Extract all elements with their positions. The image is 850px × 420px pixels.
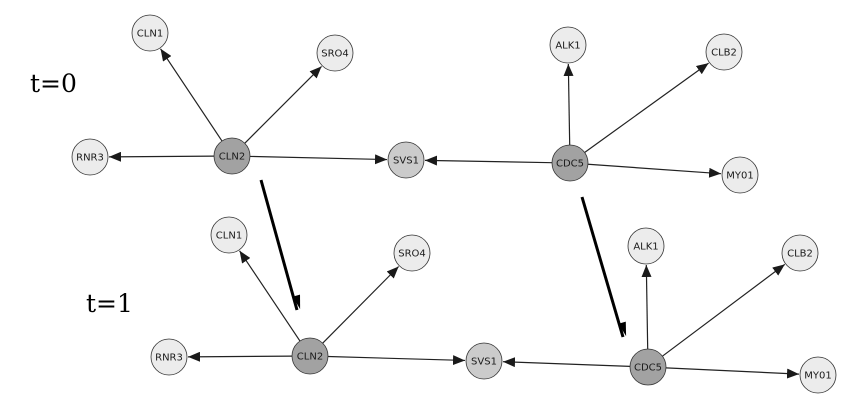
node-t1-CLN2: CLN2 bbox=[291, 337, 329, 375]
node-circle bbox=[131, 14, 169, 52]
edge-t0-CLN2-to-t0-RNR3 bbox=[108, 151, 215, 162]
node-label: SVS1 bbox=[471, 357, 497, 368]
transition-arrow-t0-CDC5-to-t1-CDC5 bbox=[580, 196, 627, 338]
edge-t1-CLN2-to-t1-RNR3 bbox=[187, 351, 293, 362]
edge-t1-CDC5-to-t1-CLB2 bbox=[662, 263, 786, 357]
node-t1-CLB2: CLB2 bbox=[781, 234, 819, 272]
node-label: SRO4 bbox=[321, 49, 349, 60]
node-t0-SVS1: SVS1 bbox=[387, 141, 425, 179]
node-label: SVS1 bbox=[393, 156, 419, 167]
node-circle bbox=[210, 216, 248, 254]
node-t0-SRO4: SRO4 bbox=[316, 34, 354, 72]
network-edges bbox=[108, 48, 800, 379]
node-label: SRO4 bbox=[398, 249, 426, 260]
node-label: CLN2 bbox=[297, 352, 323, 363]
node-circle bbox=[387, 141, 425, 179]
node-circle bbox=[551, 144, 589, 182]
node-t0-CLN1: CLN1 bbox=[131, 14, 169, 52]
node-circle bbox=[721, 156, 759, 194]
node-circle bbox=[71, 138, 109, 176]
node-t1-SRO4: SRO4 bbox=[393, 234, 431, 272]
node-label: CDC5 bbox=[556, 159, 584, 170]
node-t1-MY01: MY01 bbox=[799, 356, 837, 394]
edge-t0-CDC5-to-t0-ALK1 bbox=[563, 63, 574, 146]
node-label: ALK1 bbox=[633, 242, 658, 253]
time-label-t1: t=1 bbox=[86, 289, 133, 318]
node-label: MY01 bbox=[804, 371, 831, 382]
node-label: MY01 bbox=[726, 171, 753, 182]
node-t1-CDC5: CDC5 bbox=[629, 348, 667, 386]
edge-t1-CDC5-to-t1-ALK1 bbox=[641, 264, 652, 350]
node-circle bbox=[629, 348, 667, 386]
node-circle bbox=[465, 342, 503, 380]
edge-t0-CDC5-to-t0-CLB2 bbox=[584, 62, 709, 153]
node-label: ALK1 bbox=[555, 41, 580, 52]
node-circle bbox=[316, 34, 354, 72]
transition-arrow-t0-CLN2-to-t1-CLN2 bbox=[259, 179, 301, 311]
node-t0-MY01: MY01 bbox=[721, 156, 759, 194]
node-t1-ALK1: ALK1 bbox=[627, 227, 665, 265]
node-circle bbox=[213, 137, 251, 175]
time-label-t0: t=0 bbox=[30, 69, 77, 98]
node-label: CDC5 bbox=[634, 363, 662, 374]
node-circle bbox=[291, 337, 329, 375]
edge-t1-CLN2-to-t1-SRO4 bbox=[322, 266, 400, 344]
node-label: RNR3 bbox=[76, 153, 104, 164]
node-t0-CLN2: CLN2 bbox=[213, 137, 251, 175]
node-label: CLN1 bbox=[216, 231, 242, 242]
node-t0-CDC5: CDC5 bbox=[551, 144, 589, 182]
node-label: CLB2 bbox=[787, 249, 813, 260]
edge-t1-CLN2-to-t1-CLN1 bbox=[239, 250, 301, 342]
node-t1-RNR3: RNR3 bbox=[150, 338, 188, 376]
edge-t1-CDC5-to-t1-MY01 bbox=[665, 367, 800, 379]
edge-t1-CLN2-to-t1-SVS1 bbox=[327, 355, 466, 366]
node-circle bbox=[705, 33, 743, 71]
node-circle bbox=[799, 356, 837, 394]
node-label: CLN1 bbox=[137, 29, 163, 40]
node-circle bbox=[549, 26, 587, 64]
node-t1-CLN1: CLN1 bbox=[210, 216, 248, 254]
node-circle bbox=[781, 234, 819, 272]
node-label: CLB2 bbox=[711, 48, 737, 59]
node-label: CLN2 bbox=[219, 152, 245, 163]
edge-t1-CDC5-to-t1-SVS1 bbox=[502, 357, 631, 368]
node-label: RNR3 bbox=[155, 353, 183, 364]
node-circle bbox=[150, 338, 188, 376]
node-t0-CLB2: CLB2 bbox=[705, 33, 743, 71]
node-t1-SVS1: SVS1 bbox=[465, 342, 503, 380]
node-t0-RNR3: RNR3 bbox=[71, 138, 109, 176]
node-circle bbox=[627, 227, 665, 265]
transition-arrows bbox=[259, 179, 627, 338]
edge-t0-CLN2-to-t0-SRO4 bbox=[244, 66, 322, 144]
edge-t0-CDC5-to-t0-MY01 bbox=[587, 163, 722, 178]
edge-t0-CDC5-to-t0-SVS1 bbox=[424, 155, 553, 166]
node-t0-ALK1: ALK1 bbox=[549, 26, 587, 64]
edge-t0-CLN2-to-t0-CLN1 bbox=[160, 48, 223, 142]
node-circle bbox=[393, 234, 431, 272]
edge-t0-CLN2-to-t0-SVS1 bbox=[249, 154, 388, 165]
